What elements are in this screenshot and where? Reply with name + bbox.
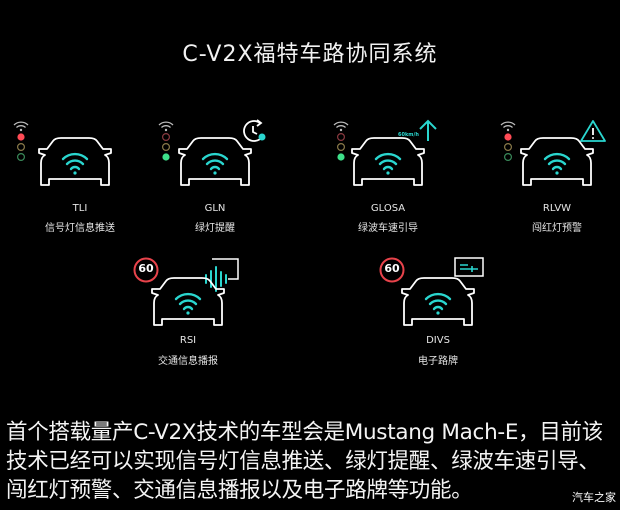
caption-text: 首个搭载量产C-V2X技术的车型会是Mustang Mach-E，目前该技术已经… [6, 420, 603, 503]
wifi-icon [424, 292, 452, 311]
feature-rlvw: RLVW 闯红灯预警 [497, 115, 620, 245]
wifi-icon [61, 152, 89, 171]
traffic-light-icon [158, 121, 174, 161]
wifi-icon [174, 292, 202, 311]
speed-limit-sign-icon [133, 257, 159, 283]
speed-limit-value: 60 [384, 262, 400, 275]
feature-name: 绿灯提醒 [195, 223, 235, 234]
car-icon [401, 277, 475, 326]
car-icon [351, 137, 425, 186]
feature-tli: TLI 信号灯信息推送 [10, 115, 150, 245]
feature-divs: 60 DIVS 电子路牌 [378, 255, 518, 385]
speed-arrow-up-icon [419, 119, 437, 141]
feature-code: GLN [204, 203, 226, 214]
feature-code: RLVW [542, 203, 572, 214]
traffic-light-icon [500, 121, 516, 161]
broadcast-wave-icon [205, 258, 239, 292]
car-icon [38, 137, 112, 186]
traffic-light-icon [13, 121, 29, 161]
wifi-icon [374, 152, 402, 171]
feature-code: GLOSA [370, 203, 406, 214]
warning-triangle-icon [580, 120, 606, 142]
road-sign-icon [454, 257, 484, 277]
car-icon [151, 277, 225, 326]
clock-refresh-icon [243, 119, 266, 142]
page-title: C-V2X福特车路协同系统 [182, 42, 438, 67]
feature-rsi: 60 RSI 交通信息播报 [130, 255, 270, 385]
car-icon [520, 137, 594, 186]
watermark: 汽车之家 [572, 491, 616, 504]
feature-name: 信号灯信息推送 [45, 223, 115, 234]
feature-name: 交通信息播报 [158, 356, 218, 367]
speed-limit-sign-icon [379, 257, 405, 283]
wifi-icon [543, 152, 571, 171]
car-icon [178, 137, 252, 186]
feature-code: RSI [179, 335, 197, 346]
traffic-light-icon [333, 121, 349, 161]
feature-code: DIVS [426, 335, 450, 346]
feature-name: 绿波车速引导 [358, 223, 418, 234]
feature-code: TLI [72, 203, 88, 214]
feature-gln: GLN 绿灯提醒 [155, 115, 295, 245]
feature-name: 电子路牌 [418, 356, 458, 367]
feature-glosa: 60km/h GLOSA 绿波车速引导 [330, 115, 470, 245]
speed-limit-value: 60 [138, 262, 154, 275]
feature-name: 闯红灯预警 [532, 223, 582, 234]
wifi-icon [201, 152, 229, 171]
speed-label: 60km/h [398, 132, 419, 138]
